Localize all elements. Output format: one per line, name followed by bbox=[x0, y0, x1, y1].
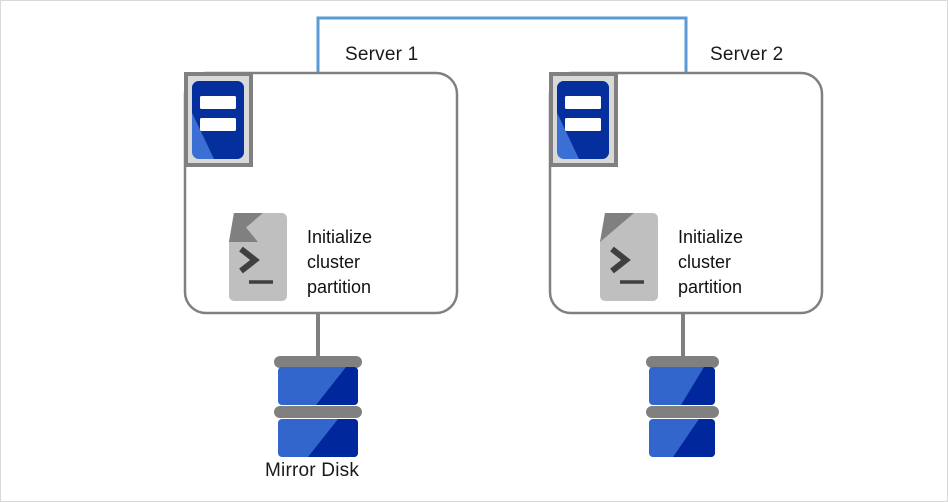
action-line-1: Initialize bbox=[307, 227, 373, 247]
server-2-label: Server 2 bbox=[710, 44, 784, 65]
mirror-disk-icon bbox=[646, 356, 719, 457]
script-terminal-icon bbox=[600, 213, 658, 301]
server-1-action-label: Initialize cluster partition bbox=[307, 225, 372, 300]
mirror-disk-icon bbox=[274, 356, 362, 457]
action-line-1: Initialize bbox=[678, 227, 744, 247]
server-icon bbox=[184, 72, 253, 167]
action-line-2: cluster bbox=[678, 252, 732, 272]
action-line-3: partition bbox=[307, 277, 372, 297]
server-icon bbox=[549, 72, 618, 167]
mirror-disk-label: Mirror Disk bbox=[265, 460, 360, 481]
action-line-3: partition bbox=[678, 277, 743, 297]
script-terminal-icon bbox=[229, 213, 287, 301]
action-line-2: cluster bbox=[307, 252, 361, 272]
server-1-label: Server 1 bbox=[345, 44, 419, 65]
server-2-action-label: Initialize cluster partition bbox=[678, 225, 743, 300]
interconnect-link bbox=[316, 16, 688, 73]
